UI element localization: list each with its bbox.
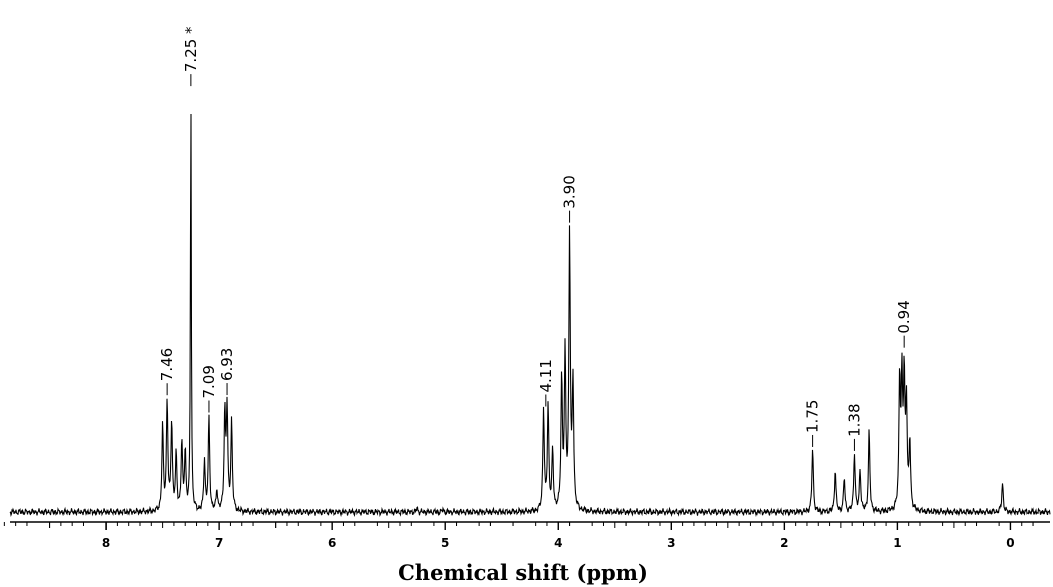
peak-label: 3.90 xyxy=(561,175,579,223)
peak-label-text: 1.38 xyxy=(845,403,863,436)
peak-label: 7.09 xyxy=(200,365,218,413)
x-tick-label: 3 xyxy=(667,536,675,550)
x-tick-label: 5 xyxy=(441,536,449,550)
x-axis-title: Chemical shift (ppm) xyxy=(398,560,648,585)
peak-label-text: 7.25 * xyxy=(182,26,200,72)
peak-label: 1.38 xyxy=(845,403,863,451)
x-tick-label: 4 xyxy=(554,536,562,550)
peak-label-text: 1.75 xyxy=(804,400,822,433)
peak-label-text: 7.09 xyxy=(200,365,218,398)
peak-label-text: 0.94 xyxy=(895,300,913,333)
peak-label: 0.94 xyxy=(895,300,913,348)
peak-label: 1.75 xyxy=(804,400,822,447)
spectrum-trace xyxy=(9,113,1051,518)
x-tick-label: 0 xyxy=(1006,536,1014,550)
peak-label-text: 3.90 xyxy=(561,175,579,208)
spectrum-layer xyxy=(9,113,1051,518)
peak-label-text: 6.93 xyxy=(218,348,236,381)
peak-label-text: 4.11 xyxy=(537,359,555,392)
peak-label: 6.93 xyxy=(218,348,236,396)
peak-label: 4.11 xyxy=(537,359,555,407)
x-axis: 8 7 6 5 4 3 2 1 0 xyxy=(3,521,1050,550)
x-tick-label: 7 xyxy=(215,536,223,550)
peak-label-text: 7.46 xyxy=(158,348,176,381)
x-tick-label: 6 xyxy=(328,536,336,550)
x-tick-label: 1 xyxy=(893,536,901,550)
peak-label: 7.46 xyxy=(158,348,176,396)
peak-labels: 7.46 7.25 * 7.096.93 4.11 3.90 1.75 1.38 0.94 xyxy=(158,26,913,451)
x-tick-label: 2 xyxy=(780,536,788,550)
peak-label: 7.25 * xyxy=(182,26,200,87)
x-tick-label: 8 xyxy=(102,536,110,550)
